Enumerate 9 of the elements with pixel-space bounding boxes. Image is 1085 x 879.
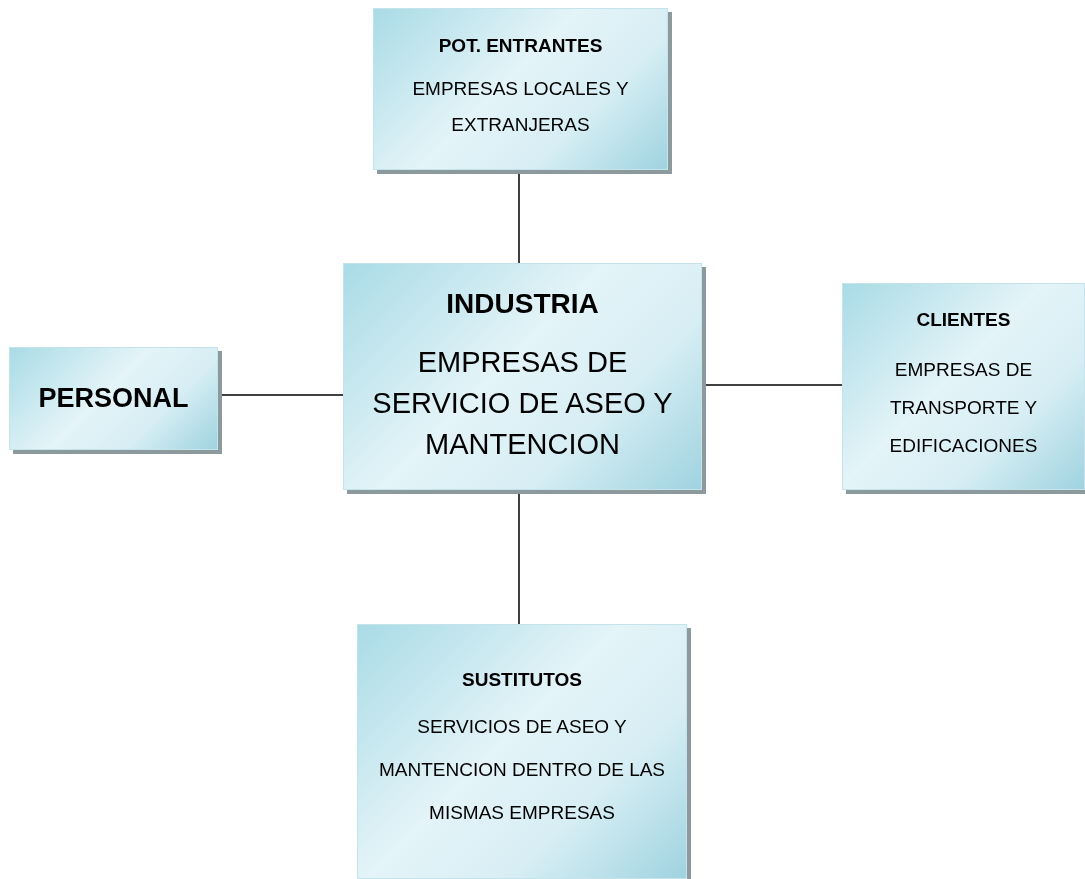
box-text: EMPRESAS LOCALES Y EXTRANJERAS <box>411 77 630 137</box>
box-text: EMPRESAS DE TRANSPORTE Y EDIFICACIONES <box>888 357 1039 458</box>
box-text: SERVICIOS DE ASEO Y MANTENCION DENTRO DE LAS MISMAS EMPRESAS <box>378 715 666 825</box>
box-heading: CLIENTES <box>916 308 1011 331</box>
box-heading: SUSTITUTOS <box>462 669 582 691</box>
box-heading: POT. ENTRANTES <box>438 35 603 57</box>
box-heading: INDUSTRIA <box>446 288 599 320</box>
box-heading: PERSONAL <box>38 383 189 414</box>
box-text: EMPRESAS DE SERVICIO DE ASEO Y MANTENCION <box>371 345 674 462</box>
